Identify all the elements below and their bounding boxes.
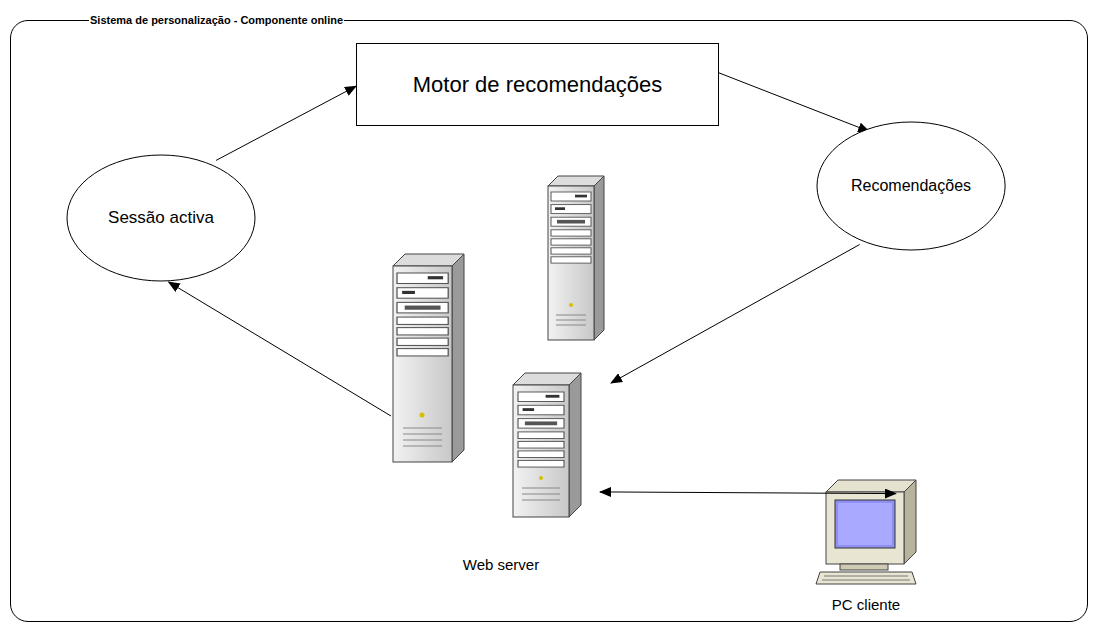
node-label: Recomendações xyxy=(851,177,971,195)
web-server: Web server xyxy=(391,251,611,581)
server-tower xyxy=(393,254,464,462)
arrow-connector xyxy=(611,245,860,384)
process-box: Motor de recomendações xyxy=(356,43,719,126)
pc-icon xyxy=(816,480,916,584)
arrow-connector xyxy=(216,86,356,160)
arrow-connector xyxy=(719,73,869,132)
client-pc: PC cliente xyxy=(801,481,931,621)
node-label: Sessão activa xyxy=(108,208,214,228)
output-ellipse: Recomendações xyxy=(816,121,1006,251)
server-tower xyxy=(548,176,604,340)
arrow-connector xyxy=(169,282,391,416)
arrow-connector xyxy=(600,492,896,494)
server-tower xyxy=(513,373,581,517)
session-ellipse: Sessão activa xyxy=(66,154,256,282)
group-title: Sistema de personalização - Componente o… xyxy=(89,13,344,27)
node-label: Web server xyxy=(463,556,539,573)
system-boundary: Sistema de personalização - Componente o… xyxy=(10,20,1088,622)
node-label: PC cliente xyxy=(832,596,900,613)
node-label: Motor de recomendações xyxy=(413,72,662,98)
